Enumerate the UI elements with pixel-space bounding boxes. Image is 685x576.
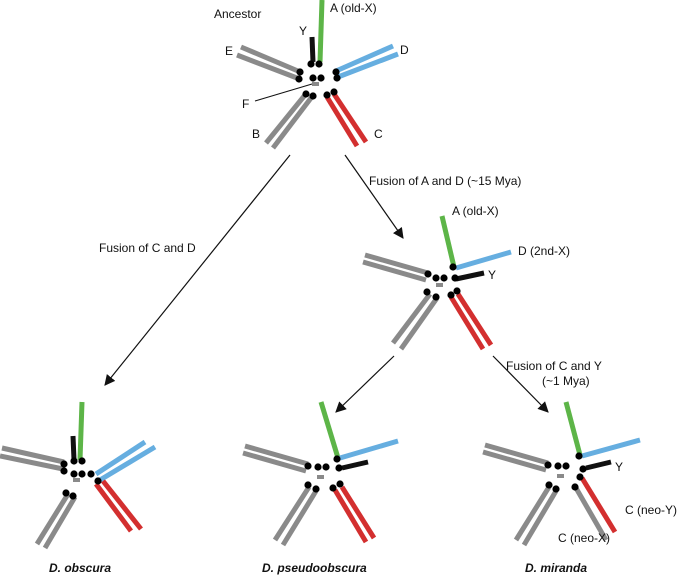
chromosome-y	[70, 435, 77, 461]
chromosome-c-arms	[448, 292, 494, 351]
label-b: B	[252, 127, 260, 141]
species-miranda: D. miranda	[525, 561, 587, 575]
chromosome-b-arms	[391, 292, 440, 351]
ancestor-karyotype	[236, 0, 399, 150]
centromere-dots	[544, 452, 587, 493]
label-d-2nd-x: D (2nd-X)	[518, 244, 570, 258]
centromere-dots	[295, 60, 341, 100]
label-d: D	[400, 43, 409, 57]
obscura-karyotype	[0, 401, 157, 550]
chromosome-cd-fused-arms	[93, 439, 157, 533]
event-fusion-c-y-line2: (~1 Mya)	[542, 374, 590, 388]
label-a-old-x: A (old-X)	[330, 1, 377, 15]
centromere-dots	[60, 457, 102, 500]
chromosome-b-arms	[34, 492, 78, 550]
chromosome-a-arm	[77, 401, 85, 461]
label-c-neo-x: C (neo-X)	[558, 531, 610, 545]
ancestor-label: Ancestor	[214, 7, 261, 21]
event-fusion-c-y-line1: Fusion of C and Y	[506, 359, 602, 373]
chromosome-a-arm	[317, 0, 325, 63]
chromosome-b-arms	[513, 485, 559, 547]
label-y-2: Y	[488, 268, 496, 282]
chromosome-a-arm	[563, 401, 583, 456]
chromosome-c-arms	[324, 92, 369, 148]
chromosome-f	[557, 474, 564, 478]
centromere-dots	[423, 263, 461, 301]
species-obscura: D. obscura	[49, 561, 111, 575]
pseudoobscura-karyotype	[242, 401, 399, 547]
label-c: C	[374, 127, 383, 141]
chromosome-y	[455, 270, 485, 282]
chromosome-y-fused-c	[585, 459, 612, 471]
label-y: Y	[299, 24, 307, 38]
chromosome-d-arm	[339, 438, 399, 461]
chromosome-c-arms	[332, 485, 377, 544]
chromosome-a-arm	[318, 401, 341, 459]
label-y-miranda: Y	[615, 460, 623, 474]
arrow-to-obscura	[104, 154, 291, 386]
label-e: E	[225, 44, 233, 58]
f-leader-line	[254, 83, 313, 102]
chromosome-y	[341, 459, 369, 471]
species-pseudoobscura: D. pseudoobscura	[262, 561, 367, 575]
chromosome-e-arms	[482, 442, 549, 473]
chromosome-b-arms	[264, 93, 313, 150]
chromosome-y	[309, 36, 316, 63]
arrow-to-miranda	[492, 355, 549, 413]
chromosome-d-arm	[455, 249, 512, 271]
label-a-old-x-2: A (old-X)	[452, 204, 499, 218]
chromosome-e-arms	[362, 252, 429, 283]
chromosome-e-arms	[236, 44, 299, 81]
event-fusion-a-d: Fusion of A and D (~15 Mya)	[369, 174, 521, 188]
miranda-karyotype	[482, 401, 641, 547]
chromosome-f	[317, 475, 324, 479]
chromosome-c-neo-arms	[573, 476, 618, 542]
chromosome-d-arms	[334, 43, 399, 80]
label-c-neo-y: C (neo-Y)	[625, 503, 677, 517]
chromosome-d-arm	[581, 437, 641, 459]
chromosome-a-arm	[439, 215, 457, 268]
chromosome-f	[312, 82, 319, 86]
centromere-dots	[304, 455, 344, 493]
chromosome-f	[436, 283, 443, 287]
chromosome-e-arms	[242, 443, 309, 474]
event-fusion-c-d: Fusion of C and D	[99, 241, 196, 255]
chromosome-b-arms	[272, 485, 319, 547]
arrow-to-intermediate	[344, 154, 404, 239]
arrow-to-pseudoobscura	[335, 355, 395, 413]
label-f: F	[242, 97, 249, 111]
chromosome-e-arms	[0, 445, 65, 472]
intermediate-karyotype	[362, 215, 512, 351]
chromosome-f	[73, 478, 80, 482]
